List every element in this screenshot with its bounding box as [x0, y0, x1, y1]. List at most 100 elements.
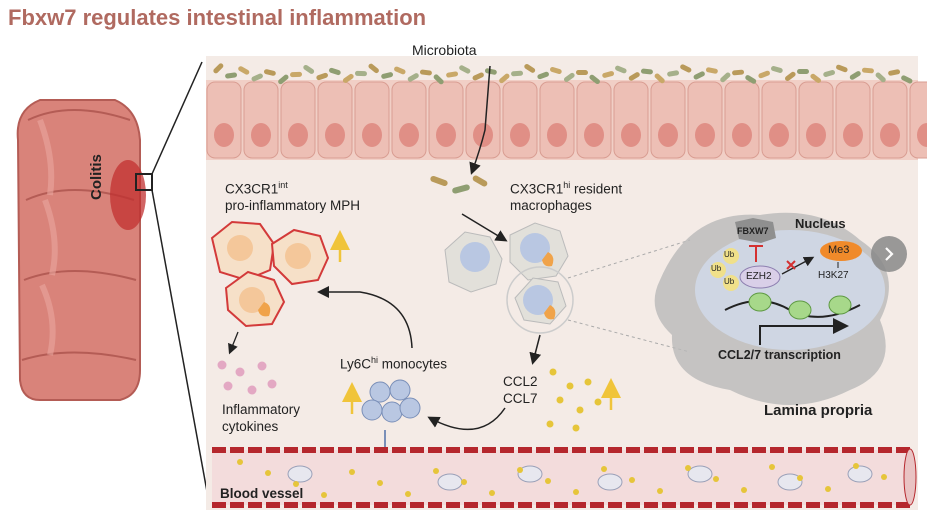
bacterium	[705, 67, 718, 74]
colitis-lesion	[110, 160, 146, 230]
bacterium	[680, 64, 692, 73]
epithelial-nucleus	[547, 123, 567, 147]
blood-cell	[437, 473, 463, 491]
bacterium	[602, 71, 615, 78]
pro-inflammatory-macrophages	[210, 220, 350, 328]
bacterium	[758, 70, 770, 79]
bacterium	[329, 67, 341, 76]
epithelial-nucleus	[732, 123, 752, 147]
chemokine-particle	[405, 491, 411, 497]
bacterium	[628, 72, 640, 81]
epithelial-nucleus	[584, 123, 604, 147]
bacterium	[278, 74, 289, 85]
microbiota-label: Microbiota	[412, 42, 477, 58]
bacterium	[251, 73, 263, 82]
bacterium	[745, 75, 757, 84]
epithelial-nucleus	[510, 123, 530, 147]
h3k27-label: H3K27	[818, 270, 849, 281]
me3-label: Me3	[828, 244, 850, 256]
chemokine-particle	[237, 459, 243, 465]
recruitment-arrow	[317, 286, 413, 349]
pro-inflammatory-mph-label: CX3CR1int pro-inflammatory MPH	[225, 180, 361, 214]
microbiota-arrow	[469, 65, 491, 175]
activation-arrow	[461, 213, 508, 242]
chemokine-particle	[685, 465, 691, 471]
chemokine-particle	[349, 469, 355, 475]
chemokine-particle	[433, 468, 439, 474]
bacterium	[354, 70, 367, 77]
bacterium	[836, 64, 848, 73]
blood-vessel	[212, 447, 917, 508]
epithelial-nucleus	[436, 123, 456, 147]
bacterium	[810, 73, 821, 84]
chemokine-particle	[265, 470, 271, 476]
chemokine-particle	[881, 474, 887, 480]
bacterium	[303, 64, 315, 74]
ezh2-protein	[739, 265, 781, 289]
bacterium	[537, 71, 549, 80]
ub-label-3: Ub	[724, 277, 735, 286]
microbiota-bacteria	[213, 63, 913, 85]
translocated-bacteria	[430, 175, 488, 194]
epithelial-nucleus	[362, 123, 382, 147]
colitis-label: Colitis	[88, 154, 105, 200]
blood-cell	[847, 465, 873, 483]
blood-cell	[597, 473, 623, 491]
ly6c-monocytes	[342, 379, 421, 452]
epithelial-nucleus	[695, 123, 715, 147]
bacterium	[459, 65, 471, 74]
zoom-box	[135, 173, 153, 191]
epithelial-nucleus	[806, 123, 826, 147]
bacterium	[484, 68, 497, 75]
ezh2-label: EZH2	[746, 271, 772, 282]
bacterium	[861, 67, 874, 74]
transcription-label: CCL2/7 transcription	[718, 348, 841, 362]
chemokine-particle	[293, 481, 299, 487]
epithelium-layer	[206, 80, 927, 160]
colon-illustration	[16, 61, 211, 509]
ub-label-2: Ub	[711, 264, 722, 273]
chemokine-particle	[657, 488, 663, 494]
ub-label-1: Ub	[724, 250, 735, 259]
bacterium	[732, 69, 745, 76]
chemokine-particle	[769, 464, 775, 470]
bacterium	[499, 73, 510, 84]
bacterium	[640, 68, 653, 75]
bacterium	[446, 71, 459, 78]
fbxw7-protein	[735, 218, 776, 243]
bacterium	[785, 71, 796, 82]
bacterium	[667, 70, 680, 77]
bacterium	[849, 71, 861, 80]
bacterium	[213, 63, 224, 74]
bacterium	[381, 72, 394, 79]
bacterium	[654, 73, 665, 84]
bacterium	[472, 72, 484, 81]
epithelial-nucleus	[399, 123, 419, 147]
chemokine-particle	[377, 480, 383, 486]
epithelial-nucleus	[214, 123, 234, 147]
chemokine-particle	[629, 477, 635, 483]
chemokine-particle	[601, 466, 607, 472]
bacterium	[394, 66, 406, 75]
epithelial-nucleus	[288, 123, 308, 147]
blood-cell	[687, 465, 713, 483]
lamina-propria-label: Lamina propria	[764, 402, 873, 419]
next-image-button[interactable]	[871, 236, 907, 272]
bacterium	[511, 70, 524, 77]
bacterium	[823, 70, 836, 77]
bacterium	[770, 66, 783, 73]
bacterium	[419, 69, 432, 76]
bacterium	[888, 69, 901, 76]
bacterium	[615, 65, 627, 74]
fbxw7-label: FBXW7	[737, 226, 769, 236]
bacterium	[550, 66, 562, 75]
resident-macrophages-label: CX3CR1hi resident macrophages	[510, 180, 623, 214]
bacterium	[238, 66, 250, 75]
bacterium	[225, 72, 238, 79]
bacterium	[263, 69, 276, 76]
me3-mark	[820, 241, 862, 261]
page-title: Fbxw7 regulates intestinal inflammation	[8, 5, 427, 30]
chemokine-particle	[853, 463, 859, 469]
epithelial-nucleus	[917, 123, 927, 147]
